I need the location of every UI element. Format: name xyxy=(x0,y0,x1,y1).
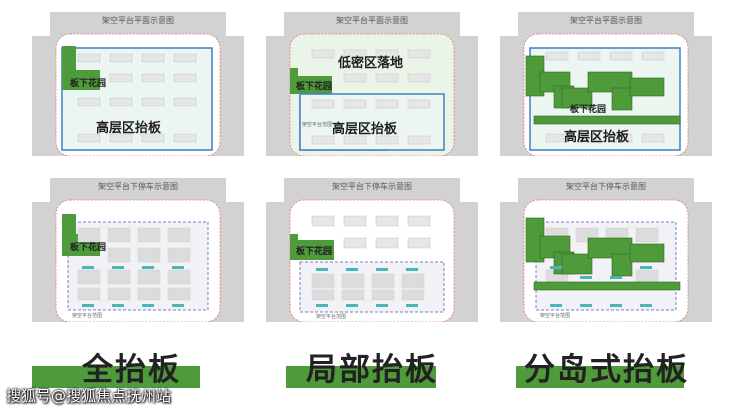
caption-partial-raise: 局部抬板 xyxy=(306,352,438,388)
plan-view-partial: 架空平台平面示意图 低密区落地 板下花园 架空平台范围 高层区抬板 xyxy=(266,12,478,156)
parking-drawing-island xyxy=(500,178,712,322)
parking-title: 架空平台下停车示意图 xyxy=(332,182,412,191)
plan-drawing-partial xyxy=(266,12,478,156)
parking-view-full: 架空平台下停车示意图 板下花园 架空平台范围 xyxy=(32,178,244,322)
platform-range-label: 架空平台范围 xyxy=(316,314,347,320)
plan-drawing-island xyxy=(500,12,712,156)
panel-partial-raise: 架空平台平面示意图 低密区落地 板下花园 架空平台范围 高层区抬板 xyxy=(266,0,478,412)
parking-view-partial: 架空平台下停车示意图 板下花园 架空平台范围 xyxy=(266,178,478,322)
plan-title: 架空平台平面示意图 xyxy=(102,16,174,25)
plan-view-full: 架空平台平面示意图 板下花园 高层区抬板 xyxy=(32,12,244,156)
platform-range-label: 架空平台范围 xyxy=(302,122,333,128)
high-rise-label: 高层区抬板 xyxy=(332,122,398,137)
caption-bar xyxy=(32,366,200,388)
parking-title: 架空平台下停车示意图 xyxy=(566,182,646,191)
plan-drawing-full xyxy=(32,12,244,156)
garden-label: 板下花园 xyxy=(296,247,333,257)
low-density-label: 低密区落地 xyxy=(338,56,404,71)
platform-range-label: 架空平台范围 xyxy=(72,313,103,319)
parking-title: 架空平台下停车示意图 xyxy=(98,182,178,191)
parking-view-island: 架空平台下停车示意图 架空平台范围 xyxy=(500,178,712,322)
garden-label: 板下花园 xyxy=(70,79,107,89)
plan-view-island: 架空平台平面示意图 板下花园 高层区抬板 xyxy=(500,12,712,156)
garden-label: 板下花园 xyxy=(70,243,107,253)
watermark: 搜狐号@搜狐焦点抚州站 xyxy=(6,387,172,405)
panel-full-raise: 架空平台平面示意图 板下花园 高层区抬板 架空平台下停车示意图 板下花园 xyxy=(32,0,244,412)
panel-island-raise: 架空平台平面示意图 板下花园 高层区抬板 xyxy=(500,0,712,412)
platform-range-label: 架空平台范围 xyxy=(540,313,571,319)
parking-drawing-full xyxy=(32,178,244,322)
caption-bar xyxy=(286,366,436,388)
plan-title: 架空平台平面示意图 xyxy=(570,16,642,25)
caption-island-raise: 分岛式抬板 xyxy=(524,352,689,388)
high-rise-label: 高层区抬板 xyxy=(96,121,162,136)
garden-label: 板下花园 xyxy=(296,82,333,92)
plan-title: 架空平台平面示意图 xyxy=(336,16,408,25)
high-rise-label: 高层区抬板 xyxy=(564,130,630,145)
garden-label: 板下花园 xyxy=(570,105,607,115)
parking-drawing-partial xyxy=(266,178,478,322)
caption-full-raise: 全抬板 xyxy=(82,352,181,388)
caption-bar xyxy=(516,366,684,388)
